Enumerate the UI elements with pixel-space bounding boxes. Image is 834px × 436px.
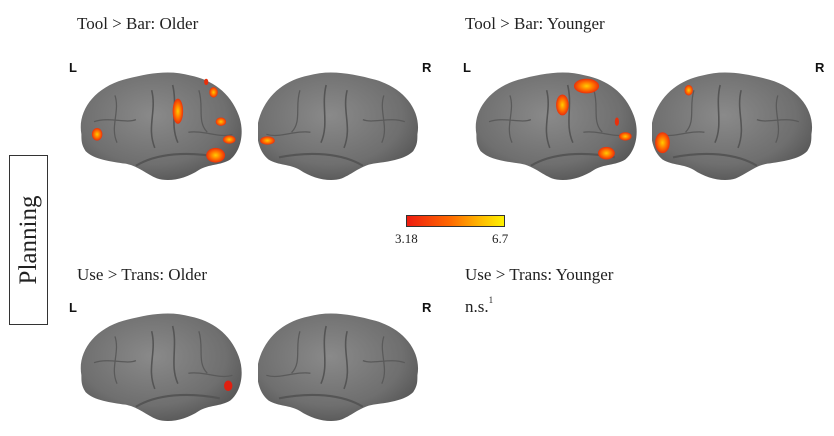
right-hemisphere-brain-tool-bar-younger (652, 71, 814, 182)
colorbar-max-label: 6.7 (492, 231, 509, 246)
panel-title-tool-bar-older: Tool > Bar: Older (77, 14, 199, 33)
right-hemisphere-brain-tool-bar-older (258, 71, 420, 182)
row-label: Planning (14, 195, 42, 285)
left-hemisphere-brain-tool-bar-younger (474, 71, 638, 182)
left-hemisphere-label: L (69, 300, 77, 315)
panel-title-tool-bar-younger: Tool > Bar: Younger (465, 14, 605, 33)
right-hemisphere-brain-use-trans-older (258, 312, 420, 423)
panel-title-use-trans-older: Use > Trans: Older (77, 265, 208, 284)
left-hemisphere-brain-tool-bar-older (79, 71, 243, 182)
right-hemisphere-label: R (422, 300, 432, 315)
row-label-box: Planning (9, 155, 48, 325)
not-significant-result: n.s.1 (465, 295, 494, 317)
right-hemisphere-label: R (815, 60, 825, 75)
colorbar (406, 215, 505, 227)
footnote-marker: 1 (488, 295, 494, 305)
left-hemisphere-label: L (69, 60, 77, 75)
left-hemisphere-brain-use-trans-older (79, 312, 243, 423)
right-hemisphere-label: R (422, 60, 432, 75)
ns-text: n.s. (465, 297, 489, 316)
panel-title-use-trans-younger: Use > Trans: Younger (465, 265, 614, 284)
left-hemisphere-label: L (463, 60, 471, 75)
colorbar-min-label: 3.18 (395, 231, 418, 246)
